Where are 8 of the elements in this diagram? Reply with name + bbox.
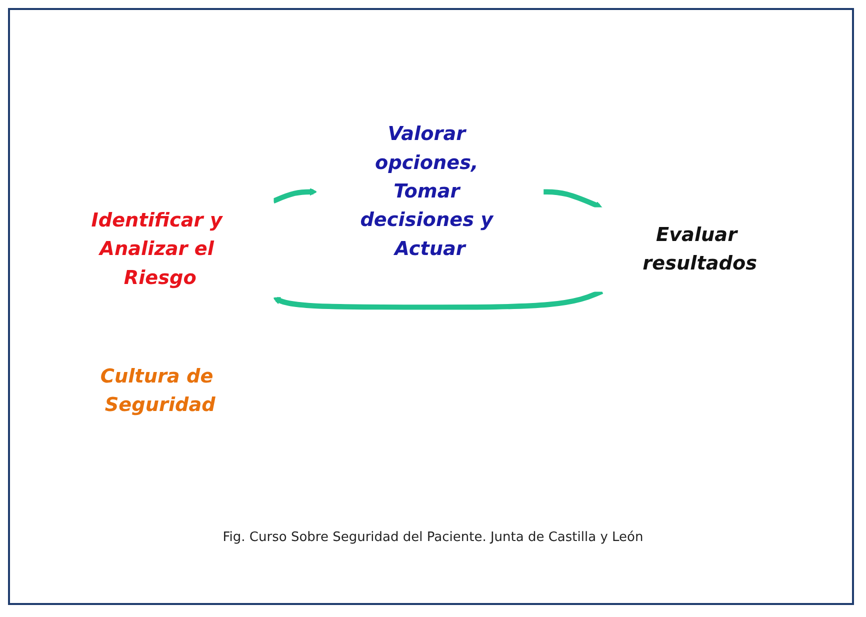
node-text: Identificar y Analizar el Riesgo [91, 210, 222, 290]
arrow [543, 189, 602, 209]
arrow [272, 188, 318, 204]
node-text: Valorar opciones, Tomar decisiones y Actuar [360, 124, 494, 260]
node-text: Cultura de Seguridad [100, 366, 216, 416]
caption: Fig. Curso Sobre Seguridad del Paciente. Junta de Castilla y León [222, 530, 644, 545]
arrow [272, 289, 604, 310]
node-text: Evaluar resultados [642, 224, 758, 275]
